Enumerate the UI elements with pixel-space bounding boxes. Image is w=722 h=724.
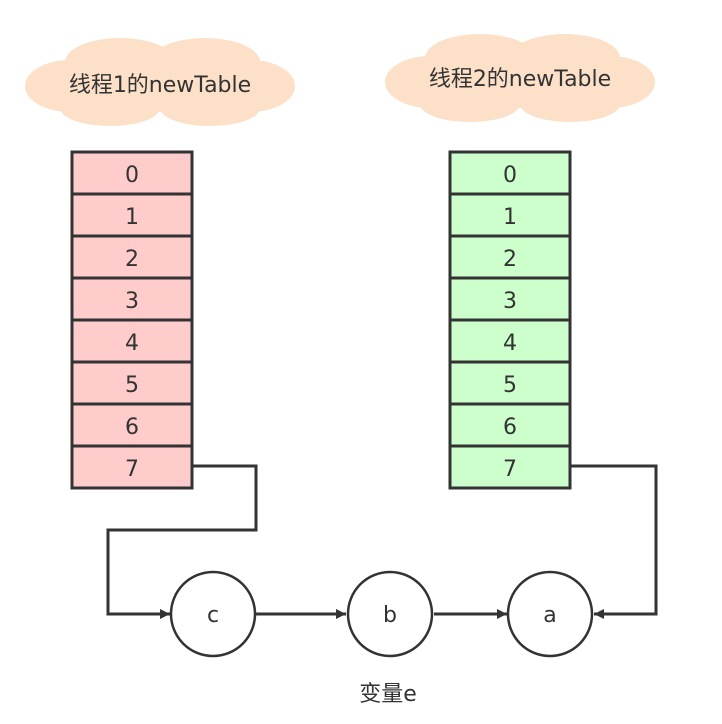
table1-cell-0 (70, 150, 194, 196)
node-b-label: b (383, 603, 397, 628)
table1-cell-7 (70, 444, 194, 490)
table2-group: 线程2的newTable 0 1 2 3 4 5 6 7 (385, 34, 655, 490)
table2-cell-1 (448, 192, 572, 238)
table2-cell-2-label: 2 (503, 247, 517, 272)
arrow-table2-to-a (570, 464, 658, 619)
table1-cell-5-label: 5 (125, 373, 139, 398)
table2-cell-1-label: 1 (503, 205, 517, 230)
table2-cell-0 (448, 150, 572, 196)
table1-cell-4-label: 4 (125, 331, 139, 356)
node-a: a (506, 570, 594, 658)
table2-cell-4-label: 4 (503, 331, 517, 356)
table2-cloud (385, 34, 655, 122)
node-b: b (346, 570, 434, 658)
table2-cell-4 (448, 318, 572, 364)
arrow-table1-to-c (106, 464, 258, 619)
table2-cell-6-label: 6 (503, 415, 517, 440)
node-c: c (169, 570, 257, 658)
table1-cell-6-label: 6 (125, 415, 139, 440)
node-c-label: c (207, 603, 219, 628)
table2-cell-2 (448, 234, 572, 280)
table1-cell-6 (70, 402, 194, 448)
table1-cell-5 (70, 360, 194, 406)
table2-cell-5-label: 5 (503, 373, 517, 398)
table2-cell-3-label: 3 (503, 289, 517, 314)
caption-variable-e: 变量e (359, 682, 417, 707)
table1-cell-3-label: 3 (125, 289, 139, 314)
table2-label: 线程2的newTable (429, 67, 611, 92)
table2-cell-7-label: 7 (503, 457, 517, 482)
table1-cell-7-label: 7 (125, 457, 139, 482)
table1-cell-0-label: 0 (125, 163, 139, 188)
table1-group: 线程1的newTable 0 1 2 3 4 5 6 7 (25, 38, 295, 490)
table1-cell-4 (70, 318, 194, 364)
table2-cell-3 (448, 276, 572, 322)
table2-cell-0-label: 0 (503, 163, 517, 188)
table1-cloud (25, 38, 295, 126)
node-a-label: a (543, 603, 556, 628)
table1-cell-1-label: 1 (125, 205, 139, 230)
table1-cell-2-label: 2 (125, 247, 139, 272)
table1-label: 线程1的newTable (69, 73, 251, 98)
